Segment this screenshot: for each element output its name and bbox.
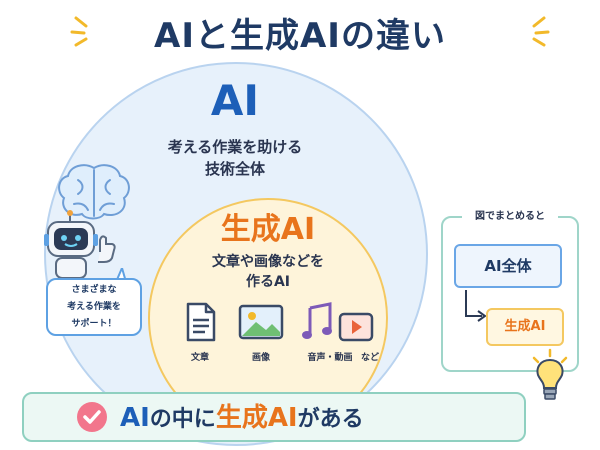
robot-icon bbox=[44, 210, 116, 279]
sparkle-right-icon bbox=[532, 16, 550, 47]
banner-generative-ai: 生成AI bbox=[215, 403, 298, 433]
ai-description-line2: 技術全体 bbox=[204, 160, 265, 178]
document-icon bbox=[186, 302, 216, 342]
check-circle-icon bbox=[77, 402, 107, 432]
summary-panel bbox=[441, 216, 579, 372]
banner-ai: AI bbox=[120, 403, 150, 433]
banner-of-inside: の中に bbox=[149, 407, 216, 432]
ai-label: AI bbox=[210, 76, 260, 125]
banner-text: AIの中に生成AIがある bbox=[120, 398, 500, 438]
media-label-image: 画像 bbox=[251, 353, 270, 363]
media-suffix: など bbox=[360, 353, 379, 363]
media-label-text: 文章 bbox=[190, 353, 209, 363]
ai-description: 考える作業を助ける 技術全体 bbox=[120, 136, 350, 180]
robot-speech-bubble: さまざまな 考える作業を サポート！ bbox=[46, 278, 142, 336]
page-title: AIと生成AIの違い bbox=[154, 16, 446, 56]
image-icon bbox=[238, 304, 284, 340]
generative-ai-description: 文章や画像などを 作るAI bbox=[178, 252, 358, 292]
ai-description-line1: 考える作業を助ける bbox=[167, 138, 303, 156]
bubble-line2: 考える作業を bbox=[67, 302, 121, 312]
gen-description-line2: 作るAI bbox=[245, 274, 291, 290]
bubble-line1: さまざまな bbox=[71, 285, 117, 295]
summary-ai-box: AI全体 bbox=[454, 244, 562, 288]
banner-exists: がある bbox=[297, 407, 364, 432]
generative-ai-label: 生成AI bbox=[220, 212, 316, 247]
music-video-icon bbox=[302, 302, 374, 342]
summary-generative-ai-box: 生成AI bbox=[486, 308, 564, 346]
sparkle-left-icon bbox=[70, 16, 88, 47]
lightbulb-icon bbox=[532, 348, 568, 400]
brain-icon bbox=[58, 164, 130, 220]
media-label-audio-video: 音声・動画 bbox=[307, 353, 353, 363]
bubble-line3: サポート！ bbox=[71, 319, 117, 329]
arrow-right-icon bbox=[465, 290, 487, 322]
summary-panel-tag: 図でまとめると bbox=[462, 207, 558, 227]
gen-description-line1: 文章や画像などを bbox=[212, 254, 324, 270]
